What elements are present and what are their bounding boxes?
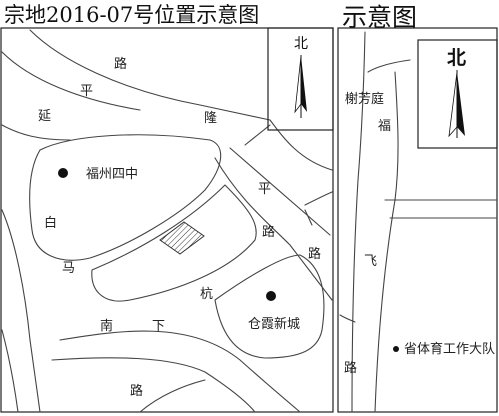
longping-road-edge-2	[214, 157, 333, 301]
nanxia-road-edge-1	[59, 330, 301, 413]
school-block	[29, 134, 222, 261]
north-arrow-right-box	[417, 39, 498, 149]
longping-road-edge-6	[304, 209, 313, 226]
right-map-frame	[337, 27, 498, 413]
north-label-right: 北	[447, 47, 466, 69]
road-char-ping-1: 平	[80, 84, 93, 99]
parcel-block	[91, 184, 257, 302]
road-char-long: 隆	[204, 111, 217, 126]
left-map-labels: 延 平 路 隆 平 路 路 白 马 南 下 路 杭 福州四中 仓霞新城	[38, 56, 321, 399]
road-char-fei: 飞	[364, 254, 377, 269]
sports-marker	[393, 346, 399, 352]
left-map-roads	[1, 29, 333, 413]
road-char-lu-3: 路	[308, 246, 321, 262]
north-label-left: 北	[294, 36, 308, 52]
baima-road-edge-1	[1, 209, 41, 413]
nanxia-road-edge-2	[51, 357, 256, 413]
road-char-xia: 下	[152, 319, 165, 334]
road-char-bai: 白	[44, 215, 57, 231]
road-char-lu-right: 路	[344, 360, 357, 376]
road-char-hang: 杭	[200, 287, 213, 302]
north-arrow-left-head	[301, 56, 307, 112]
right-road-edge-1	[351, 31, 366, 413]
cangxia-block	[214, 254, 325, 359]
cangxia-marker	[266, 291, 276, 301]
baima-road-edge-2	[1, 329, 19, 413]
right-map-labels: 榭芳庭 福 飞 路 省体育工作大队	[344, 91, 495, 376]
road-char-lu-2: 路	[262, 224, 275, 240]
north-arrow-left-box	[267, 27, 334, 131]
road-char-ping-2: 平	[258, 182, 271, 197]
north-arrow-right-outline	[448, 71, 458, 138]
north-arrow-left-outline	[294, 55, 302, 114]
right-road-edge-6	[339, 314, 356, 323]
road-char-fu: 福	[378, 119, 391, 134]
yanping-road-edge-3	[1, 124, 71, 141]
left-map-frame	[0, 27, 334, 413]
right-road-edge-3	[367, 59, 411, 73]
longping-road-edge-5	[304, 191, 333, 206]
road-char-lu-1: 路	[114, 56, 127, 72]
north-arrow-right-head	[457, 72, 465, 136]
cangxia-label: 仓霞新城	[248, 316, 300, 332]
road-char-ma: 马	[62, 261, 75, 276]
map-title-left: 宗地2016-07号位置示意图	[4, 3, 259, 27]
north-arrow-right: 北	[417, 39, 498, 149]
school-marker	[58, 168, 68, 178]
yanping-road-edge-2	[1, 51, 141, 111]
longping-road-edge-3	[269, 119, 333, 171]
school-label: 福州四中	[86, 167, 138, 182]
longping-road-edge-4	[244, 124, 271, 146]
sports-label: 省体育工作大队	[404, 341, 495, 357]
north-arrow-left: 北	[267, 27, 334, 131]
right-map-roads	[339, 31, 498, 413]
parcel-2016-07	[159, 221, 205, 255]
road-char-lu-4: 路	[130, 383, 143, 399]
yanping-road-edge-1	[29, 29, 271, 121]
xiefang-label: 榭芳庭	[345, 91, 384, 107]
right-road-edge-2	[374, 71, 399, 413]
longping-road-edge-1	[229, 147, 331, 236]
road-char-yan: 延	[38, 109, 51, 124]
map-title-right: 示意图	[342, 3, 417, 32]
road-char-nan: 南	[100, 318, 113, 334]
nanxia-road-edge-3	[139, 379, 206, 413]
